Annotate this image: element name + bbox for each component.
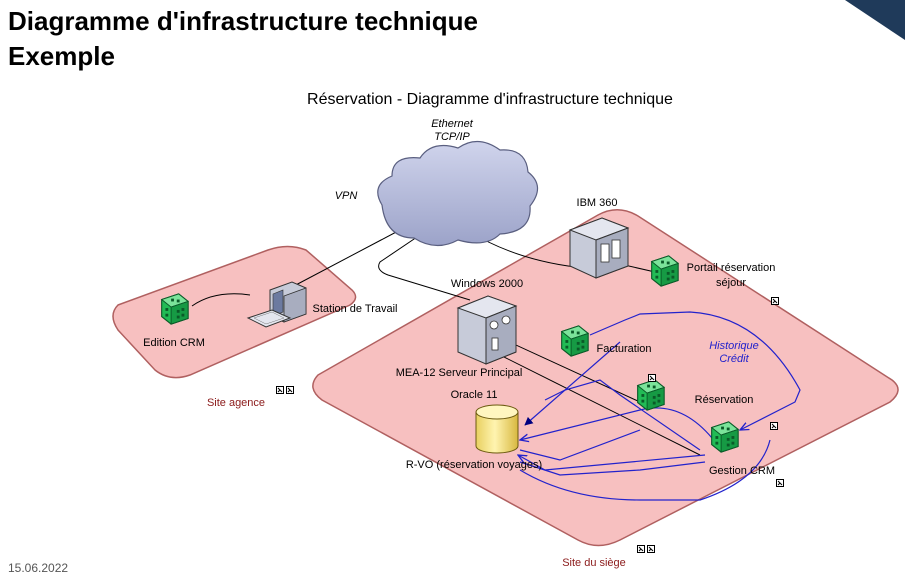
siege-link-icon bbox=[647, 545, 655, 553]
slide-date: 15.06.2022 bbox=[8, 561, 69, 575]
flow-links bbox=[518, 311, 801, 501]
agence-marker-icon bbox=[276, 386, 284, 394]
ibm-label: IBM 360 bbox=[577, 197, 618, 209]
oracle-label: Oracle 11 bbox=[451, 389, 498, 401]
reservation-marker-icon bbox=[648, 374, 656, 382]
reservation-label: Réservation bbox=[695, 394, 754, 406]
vpn-label: VPN bbox=[335, 190, 358, 202]
portail-marker-icon bbox=[771, 297, 779, 305]
reservation-component-icon bbox=[637, 379, 665, 411]
flow-label-1: Historique bbox=[709, 340, 759, 352]
gestion-label: Gestion CRM bbox=[709, 465, 775, 477]
gestion-link-icon bbox=[776, 479, 784, 487]
windows-label: Windows 2000 bbox=[451, 278, 523, 290]
windows-server-icon bbox=[456, 295, 518, 365]
portail-label-2: séjour bbox=[716, 277, 746, 289]
rvo-label: R-VO (réservation voyages) bbox=[406, 459, 542, 471]
site-siege-region bbox=[312, 209, 899, 547]
ethernet-cloud bbox=[377, 140, 539, 247]
flow-label-2: Crédit bbox=[719, 353, 749, 365]
edition-crm-component-icon bbox=[161, 293, 189, 325]
slide-subtitle: Exemple bbox=[8, 41, 115, 71]
gestion-marker-icon bbox=[770, 422, 778, 430]
facturation-component-icon bbox=[561, 325, 589, 357]
site-agence-label: Site agence bbox=[207, 397, 265, 409]
site-siege-label: Site du siège bbox=[562, 557, 626, 569]
serveur-label: MEA-12 Serveur Principal bbox=[396, 367, 523, 379]
station-label: Station de Travail bbox=[313, 303, 398, 315]
siege-marker-icon bbox=[637, 545, 645, 553]
gestion-crm-component-icon bbox=[711, 421, 739, 453]
slide-title: Diagramme d'infrastructure technique bbox=[8, 6, 478, 36]
portail-component-icon bbox=[651, 255, 679, 287]
ibm-server-icon bbox=[568, 217, 630, 279]
database-icon bbox=[475, 404, 519, 454]
portail-label-1: Portail réservation bbox=[687, 262, 776, 274]
agence-link-icon bbox=[286, 386, 294, 394]
edition-label: Edition CRM bbox=[143, 337, 205, 349]
workstation-icon bbox=[246, 281, 307, 328]
network-label-2: TCP/IP bbox=[434, 131, 470, 143]
facturation-label: Facturation bbox=[596, 343, 651, 355]
network-links bbox=[191, 229, 701, 456]
site-agence-region bbox=[112, 245, 357, 379]
corner-decoration bbox=[845, 0, 905, 40]
network-label-1: Ethernet bbox=[431, 118, 474, 130]
diagram-title: Réservation - Diagramme d'infrastructure… bbox=[307, 91, 673, 108]
